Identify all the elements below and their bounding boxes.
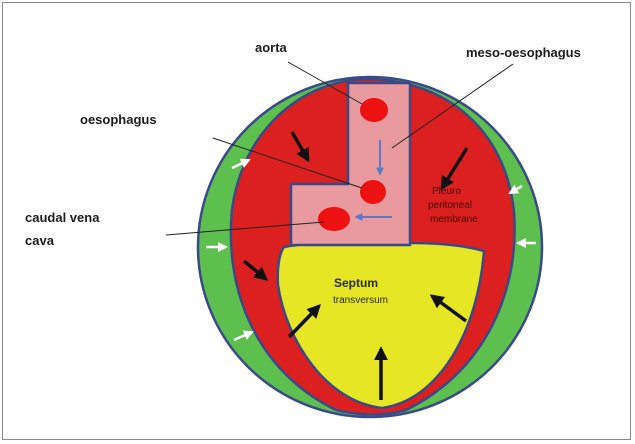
- transversum-label: transversum: [333, 295, 388, 307]
- aorta-label: aorta: [255, 39, 287, 57]
- pleuroperitoneal-membrane-label-line1: Pleuro: [432, 186, 461, 198]
- oesophagus-vessel: [360, 180, 386, 204]
- pleuroperitoneal-membrane-label-line3: membrane: [430, 214, 478, 226]
- oesophagus-label: oesophagus: [80, 111, 157, 129]
- caudal-vena-cava-label-line1: caudal vena: [25, 209, 99, 227]
- septum-label: Septum: [334, 276, 378, 290]
- caudal-vena-cava-vessel: [318, 207, 350, 231]
- aorta-vessel: [360, 98, 388, 122]
- meso-oesophagus-label: meso-oesophagus: [466, 44, 581, 62]
- pleuroperitoneal-membrane-label-line2: peritoneal: [428, 200, 472, 212]
- caudal-vena-cava-label-line2: cava: [25, 232, 54, 250]
